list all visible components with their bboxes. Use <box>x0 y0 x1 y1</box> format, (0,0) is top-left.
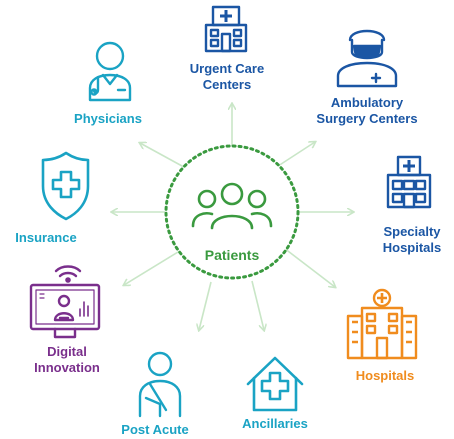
connector-arrows <box>112 104 353 330</box>
node-label-digital: Digital Innovation <box>22 344 112 376</box>
label-line: Ambulatory <box>330 95 404 110</box>
node-label-physicians: Physicians <box>53 111 163 127</box>
house-cross-icon <box>246 356 304 412</box>
label-line: Innovation <box>34 360 100 375</box>
patients-label: Patients <box>204 247 260 263</box>
label-line: Urgent Care <box>189 61 265 76</box>
node-label-specialty: Specialty Hospitals <box>372 224 452 256</box>
arrow-hospitals <box>283 247 335 287</box>
hospital-building-icon <box>386 155 432 209</box>
label-line: Hospitals <box>355 368 415 383</box>
label-line: Insurance <box>15 230 77 245</box>
node-label-post-acute: Post Acute <box>110 422 200 438</box>
node-label-hospitals: Hospitals <box>340 368 430 384</box>
arrow-ambulatory <box>274 142 315 169</box>
arrow-digital <box>124 251 179 285</box>
patient-sling-icon <box>138 351 182 418</box>
doctor-icon <box>88 41 132 102</box>
label-line: Centers <box>202 77 252 92</box>
label-line: Post Acute <box>121 422 189 437</box>
telehealth-monitor-icon <box>29 265 101 339</box>
label-line: Ancillaries <box>242 416 308 431</box>
node-label-ancillaries: Ancillaries <box>230 416 320 432</box>
label-line: Digital <box>47 344 87 359</box>
patients-icon <box>191 182 273 230</box>
label-line: Specialty <box>383 224 441 239</box>
shield-cross-icon <box>41 151 90 221</box>
patients-circle <box>164 144 300 280</box>
surgeon-icon <box>336 29 398 88</box>
node-label-insurance: Insurance <box>2 230 90 246</box>
label-line: Physicians <box>74 111 142 126</box>
clinic-building-icon <box>204 5 248 53</box>
label-line: Hospitals <box>382 240 442 255</box>
arrow-ancillaries <box>251 280 264 330</box>
node-label-ambulatory: Ambulatory Surgery Centers <box>302 95 432 127</box>
arrow-post-acute <box>199 281 212 330</box>
hospital-icon <box>346 288 418 360</box>
node-label-urgent-care: Urgent Care Centers <box>172 61 282 93</box>
center-label: Patients <box>192 247 272 263</box>
label-line: Surgery Centers <box>316 111 418 126</box>
